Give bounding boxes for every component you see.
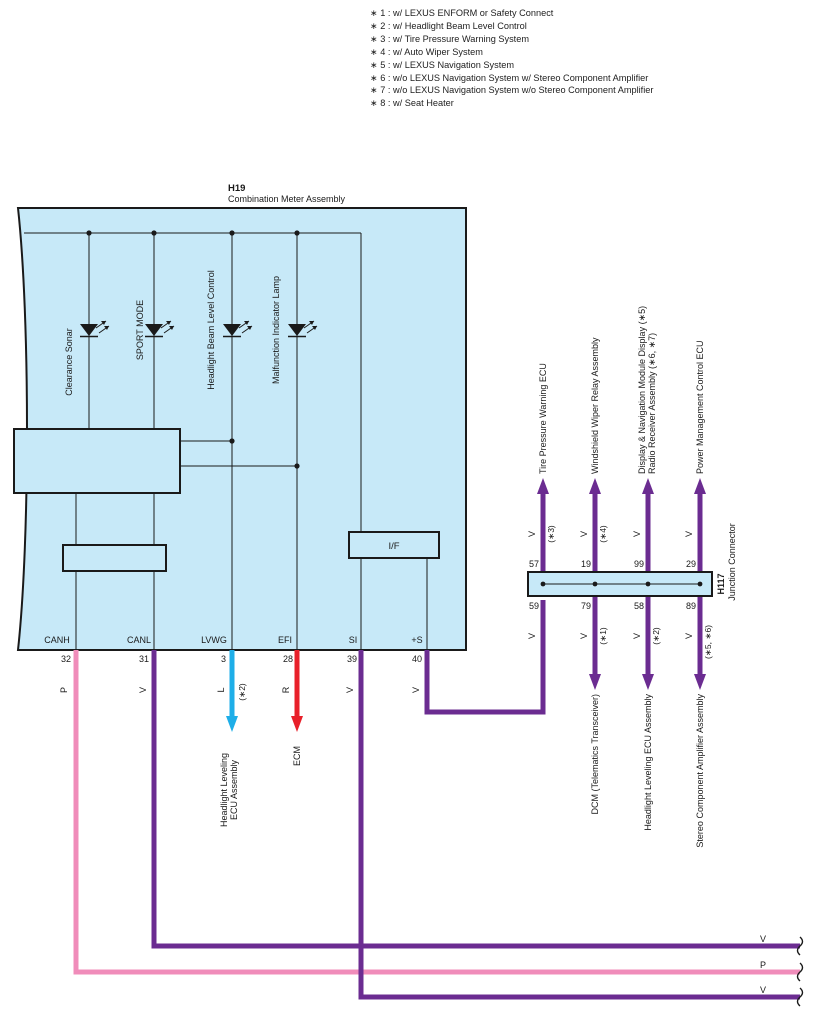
wire-code-efi: R — [281, 686, 291, 693]
meter-name: Combination Meter Assembly — [228, 194, 346, 204]
pin-name-si: SI — [349, 635, 358, 645]
jc-top-pin-29: 29 — [686, 559, 696, 569]
can-driver-block — [62, 544, 167, 572]
cont-wire-code-3: V — [760, 985, 766, 995]
led-icon — [223, 320, 253, 338]
note-5: ∗ 5 : w/ LEXUS Navigation System — [370, 59, 515, 70]
jc-bot-wire-79: V — [579, 633, 589, 639]
pin-num-lvwg: 3 — [221, 654, 226, 664]
junction-bus-dots — [540, 581, 703, 587]
cont-wire-code-2: P — [760, 960, 766, 970]
dest-power-mgmt: Power Management Control ECU — [695, 340, 705, 474]
jc-bot-wire-59: V — [527, 633, 537, 639]
pin-num-canl: 31 — [139, 654, 149, 664]
jc-bot-note-79: (∗1) — [598, 627, 608, 645]
wire-break-marks — [796, 936, 804, 1007]
note-2: ∗ 2 : w/ Headlight Beam Level Control — [370, 20, 527, 31]
cont-wire-code-1: V — [760, 934, 766, 944]
jc-top-note-19: (∗4) — [598, 525, 608, 543]
junction-dots — [86, 230, 300, 469]
jc-bot-pin-58: 58 — [634, 601, 644, 611]
wire-code-lvwg: L — [216, 687, 226, 692]
dest-stereo-amp: Stereo Component Amplifier Assembly — [695, 694, 705, 848]
dest-efi: ECM — [292, 746, 302, 766]
jc-bot-pin-89: 89 — [686, 601, 696, 611]
dest-display-nav: Display & Navigation Module Display (∗5)… — [637, 306, 657, 474]
note-8: ∗ 8 : w/ Seat Heater — [370, 98, 454, 109]
note-7: ∗ 7 : w/o LEXUS Navigation System w/o St… — [370, 85, 654, 96]
wire-plus-s — [424, 600, 546, 715]
jc-bot-note-58: (∗2) — [651, 627, 661, 645]
jc-bot-wire-58: V — [632, 633, 642, 639]
wire-code-s: V — [411, 687, 421, 693]
jc-top-wire-99: V — [632, 531, 642, 537]
indicator-label-sport-mode: SPORT MODE — [135, 300, 145, 360]
jc-bot-wire-89: V — [684, 633, 694, 639]
jc-bot-pin-79: 79 — [581, 601, 591, 611]
led-icon — [288, 320, 318, 338]
if-block — [348, 531, 440, 559]
wire-code-canh: P — [59, 687, 69, 693]
note-3: ∗ 3 : w/ Tire Pressure Warning System — [370, 33, 529, 44]
arrow-lvwg — [226, 716, 238, 732]
jc-top-note-57: (∗3) — [546, 525, 556, 543]
indicator-led-icons — [80, 320, 318, 338]
jc-top-wire-57: V — [527, 531, 537, 537]
wire-note-lvwg: (∗2) — [237, 683, 247, 701]
junction-name: Junction Connector — [727, 523, 737, 601]
dest-headlight-leveling: Headlight Leveling ECU Assembly — [643, 694, 653, 831]
pin-name-lvwg: LVWG — [201, 635, 227, 645]
wire-code-si: V — [345, 687, 355, 693]
wire-canh — [73, 650, 800, 975]
jc-top-wire-29: V — [684, 531, 694, 537]
led-icon — [80, 320, 110, 338]
jc-top-wire-19: V — [579, 531, 589, 537]
wire-canl — [151, 650, 800, 949]
arrow-efi — [291, 716, 303, 732]
pin-num-canh: 32 — [61, 654, 71, 664]
meter-cpu-block — [13, 428, 181, 494]
junction-vertical-wires — [540, 492, 703, 676]
jc-top-pin-57: 57 — [529, 559, 539, 569]
jc-top-pin-19: 19 — [581, 559, 591, 569]
meter-id: H19 — [228, 183, 245, 194]
wire-code-canl: V — [138, 687, 148, 693]
pin-name-canh: CANH — [44, 635, 70, 645]
dest-tire-pressure: Tire Pressure Warning ECU — [538, 363, 548, 474]
pin-num-si: 39 — [347, 654, 357, 664]
option-notes: ∗ 1 : w/ LEXUS ENFORM or Safety Connect … — [370, 7, 653, 110]
indicator-label-malfunction: Malfunction Indicator Lamp — [271, 276, 281, 384]
pin-num-s: 40 — [412, 654, 422, 664]
wire-si — [358, 650, 800, 1000]
pin-name-efi: EFI — [278, 635, 292, 645]
dest-dcm: DCM (Telematics Transceiver) — [590, 694, 600, 815]
note-4: ∗ 4 : w/ Auto Wiper System — [370, 46, 483, 57]
if-label: I/F — [388, 541, 399, 552]
note-1: ∗ 1 : w/ LEXUS ENFORM or Safety Connect — [370, 8, 554, 18]
indicator-label-headlight-beam: Headlight Beam Level Control — [206, 270, 216, 390]
jc-top-pin-99: 99 — [634, 559, 644, 569]
indicator-label-clearance-sonar: Clearance Sonar — [64, 328, 74, 396]
junction-id: H117 — [716, 573, 726, 594]
dest-wiper-relay: Windshield Wiper Relay Assembly — [590, 337, 600, 474]
pin-name-s: +S — [411, 635, 422, 645]
pin-num-efi: 28 — [283, 654, 293, 664]
jc-bot-note-89: (∗5, ∗6) — [703, 625, 713, 659]
junction-arrows — [537, 478, 706, 690]
note-6: ∗ 6 : w/o LEXUS Navigation System w/ Ste… — [370, 72, 649, 83]
jc-bot-pin-59: 59 — [529, 601, 539, 611]
pin-name-canl: CANL — [127, 635, 151, 645]
dest-lvwg-line1: Headlight LevelingECU Assembly — [219, 753, 239, 827]
meter-internal-circuit — [24, 232, 428, 650]
led-icon — [145, 320, 175, 338]
